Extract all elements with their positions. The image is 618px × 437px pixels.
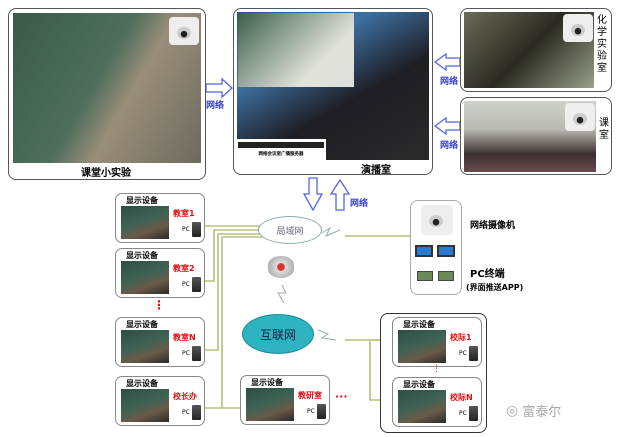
pc-tower-icon — [192, 277, 201, 292]
pc-label: PC — [459, 350, 467, 357]
desktop-pc-icon — [415, 245, 433, 257]
display-title: 显示设备 — [403, 380, 435, 389]
screen — [121, 330, 169, 363]
pc-label: PC — [182, 281, 190, 288]
wireless-internet — [317, 329, 337, 341]
camera-icon — [169, 17, 199, 45]
display-title: 显示设备 — [403, 320, 435, 329]
room-label: 校长办 — [173, 392, 197, 401]
studio-panel: 网络会议室广播服务器 演播室 — [233, 8, 433, 176]
arrow-left-icon — [433, 52, 461, 72]
display-title: 显示设备 — [251, 378, 283, 387]
line-roomN — [205, 233, 262, 351]
internet-cloud: 互联网 — [242, 314, 314, 354]
classroom-panel: 课室 — [460, 97, 612, 175]
display-device-research: 显示设备 教研室 PC — [240, 375, 330, 425]
internet-label: 互联网 — [259, 327, 296, 342]
display-device-roomN: 显示设备 教室N PC — [115, 317, 205, 367]
display-title: 显示设备 — [126, 320, 158, 329]
screen — [246, 388, 294, 421]
pc-tower-icon — [192, 222, 201, 237]
room-label: 教室2 — [173, 264, 195, 273]
chem-lab-label: 化学实验室 — [597, 15, 607, 74]
display-title: 显示设备 — [126, 196, 158, 205]
room-label: 教研室 — [298, 391, 322, 400]
vertical-ellipsis: ⋮ — [432, 364, 441, 374]
arrow-down-icon — [302, 177, 324, 212]
chem-lab-panel: 化学实验室 — [460, 8, 612, 92]
line-principal-up — [221, 236, 262, 408]
pc-label: PC — [307, 408, 315, 415]
screen — [121, 261, 169, 294]
pc-tower-icon — [192, 346, 201, 361]
room-label: 校际1 — [450, 333, 472, 342]
display-device-principal: 显示设备 校长办 PC — [115, 376, 205, 426]
camera-icon — [565, 103, 595, 131]
lan-label: 局域网 — [276, 226, 304, 237]
watermark: ◎ 富泰尔 — [506, 401, 562, 421]
pc-tower-icon — [192, 405, 201, 420]
network-label: 网络 — [350, 199, 369, 209]
horizontal-ellipsis: ··· — [335, 390, 348, 403]
app-label: (界面推送APP) — [466, 283, 524, 292]
pc-tower-icon — [469, 406, 478, 421]
network-label: 网络 — [440, 77, 459, 87]
wireless-router — [277, 284, 287, 304]
pc-terminal-label: PC终端 — [470, 269, 505, 280]
camera-icon — [563, 14, 593, 42]
watermark-text: 富泰尔 — [522, 405, 562, 420]
pc-tower-icon — [317, 404, 326, 419]
lan-cloud: 局域网 — [258, 216, 322, 244]
pc-label: PC — [182, 350, 190, 357]
room-label: 教室N — [173, 333, 196, 342]
video-wall — [238, 13, 354, 87]
server-label: 网络会议室广播服务器 — [258, 152, 304, 157]
room-label: 校际N — [450, 393, 473, 402]
camera-label: 网络摄像机 — [470, 221, 516, 231]
network-camera-icon — [421, 205, 453, 235]
server: 网络会议室广播服务器 — [236, 139, 326, 163]
screen — [398, 390, 446, 423]
pc-tower-icon — [469, 346, 478, 361]
network-label: 网络 — [440, 141, 459, 151]
arrow-up-icon — [329, 178, 351, 211]
desktop-pc-icon — [437, 245, 455, 257]
arrow-left-icon-2 — [433, 116, 461, 136]
screen — [121, 206, 169, 239]
display-device-schoolN: 显示设备 校际N PC — [392, 377, 482, 427]
display-title: 显示设备 — [126, 379, 158, 388]
wireless-lan — [321, 226, 341, 237]
display-title: 显示设备 — [126, 251, 158, 260]
pc-label: PC — [182, 226, 190, 233]
screen — [121, 389, 169, 422]
pc-label: PC — [182, 409, 190, 416]
vertical-ellipsis: ⋮ — [153, 298, 165, 312]
arrow-right-icon — [205, 77, 233, 99]
line-room2 — [205, 229, 262, 282]
router-icon — [268, 256, 294, 278]
caption: 课堂小实验 — [81, 168, 131, 179]
classroom-experiment-panel: 课堂小实验 — [8, 8, 206, 180]
wechat-icon: ◎ — [506, 402, 519, 419]
room-label: 教室1 — [173, 209, 195, 218]
screen — [398, 330, 446, 363]
laptop-icon — [438, 271, 454, 281]
classroom-label: 课室 — [599, 118, 609, 141]
network-label: 网络 — [206, 101, 225, 111]
terminals-box — [410, 200, 462, 295]
pc-label: PC — [459, 410, 467, 417]
caption: 演播室 — [361, 165, 391, 176]
laptop-icon — [417, 271, 433, 281]
